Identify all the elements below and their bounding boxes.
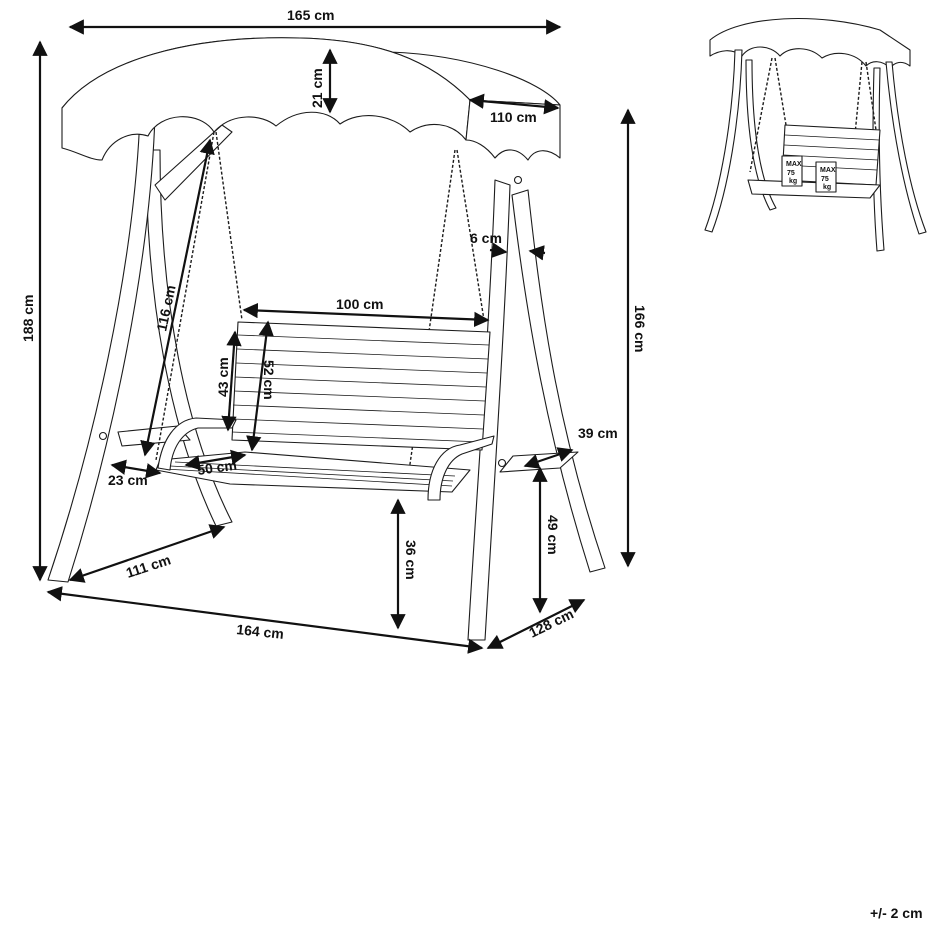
dim-line-seat-width <box>242 302 490 328</box>
thumb-chain <box>865 61 877 131</box>
label-side-offset: 23 cm <box>108 472 148 488</box>
frame-leg-back-right <box>511 189 606 573</box>
label-canopy-drop: 21 cm <box>309 68 325 108</box>
label-canopy-depth: 110 cm <box>490 109 537 125</box>
thumb-badge-left-value: 75 <box>787 170 795 177</box>
thumb-leg-right <box>885 61 927 235</box>
dim-line-canopy-depth <box>468 93 560 115</box>
thumb-badge-right-max: MAX <box>820 167 836 174</box>
thumb-chain <box>774 57 787 126</box>
label-base-depth: 111 cm <box>124 551 173 580</box>
thumb-badge-right-value: 75 <box>821 176 829 183</box>
dim-line-chain-length <box>140 138 215 457</box>
dim-line-table <box>523 447 574 469</box>
dim-line-post-right <box>528 245 546 261</box>
label-frame-height: 166 cm <box>632 305 648 352</box>
thumb-leg-left <box>704 49 743 233</box>
dim-line-side-offset <box>110 459 162 479</box>
dim-line-base-width <box>46 586 484 654</box>
dim-line-base-depth <box>68 524 226 583</box>
frame-leg-front-left <box>47 114 156 583</box>
dimension-lines <box>32 19 636 654</box>
chain-left-back <box>215 131 243 321</box>
dim-line-backrest-height <box>221 330 242 432</box>
bolt <box>513 175 523 185</box>
label-table-height: 49 cm <box>545 515 561 555</box>
dim-line-seat-to-top <box>246 320 274 452</box>
bench-backrest <box>231 321 491 451</box>
thumb-weight-badge-left <box>781 155 803 187</box>
tolerance-note: +/- 2 cm <box>870 905 923 921</box>
chain-right-back <box>456 149 485 321</box>
label-total-height: 188 cm <box>20 295 36 342</box>
label-seat-to-top: 52 cm <box>261 360 277 400</box>
swing-illustration <box>47 37 606 641</box>
bolt <box>497 458 507 468</box>
canopy-side-valance <box>465 99 561 161</box>
label-canopy-width: 165 cm <box>287 7 334 23</box>
label-base-width: 164 cm <box>236 621 285 642</box>
label-post-thickness: 6 cm <box>470 230 502 246</box>
thumb-canopy <box>709 17 911 69</box>
label-frame-depth: 128 cm <box>526 605 576 640</box>
armrest-right <box>427 435 495 501</box>
label-seat-height: 36 cm <box>403 540 419 580</box>
label-backrest-height: 43 cm <box>215 357 231 397</box>
label-seat-depth: 50 cm <box>196 457 238 478</box>
thumbnail-view: MAX 75 kg MAX 75 kg <box>704 17 927 252</box>
thumb-badge-right-unit: kg <box>823 184 831 191</box>
label-armrest-table: 39 cm <box>578 425 618 441</box>
dim-line-frame-depth <box>486 599 586 649</box>
thumb-chain <box>749 57 773 173</box>
canopy-front-valance <box>61 37 471 161</box>
thumb-badge-left-max: MAX <box>786 161 802 168</box>
label-seat-width: 100 cm <box>336 296 383 312</box>
canopy <box>61 37 561 161</box>
bolt <box>98 431 108 441</box>
dim-line-post-left <box>489 242 508 258</box>
thumb-weight-badge-right <box>815 161 837 193</box>
dim-line-seat-depth <box>184 449 247 471</box>
thumb-chain <box>849 61 863 187</box>
thumb-badge-left-unit: kg <box>789 178 797 185</box>
